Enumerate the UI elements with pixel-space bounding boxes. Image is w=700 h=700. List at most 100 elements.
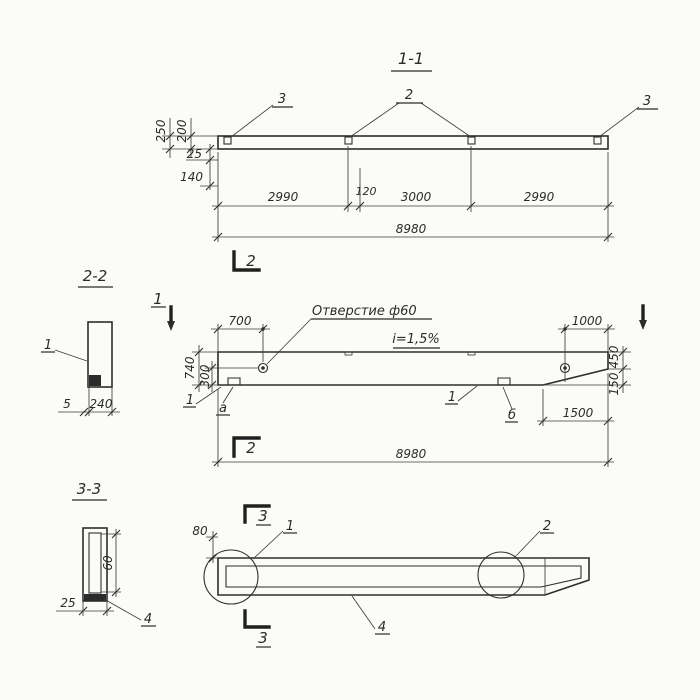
dim-dot bbox=[563, 327, 567, 331]
hole-left bbox=[257, 362, 269, 374]
view-1-1: 1-1 3 2 3 250 200 25 140 2990 bbox=[154, 49, 658, 242]
ref-4-leader bbox=[103, 598, 142, 621]
node-a-leader bbox=[222, 386, 234, 404]
embedded-plate bbox=[344, 136, 353, 145]
dim-80-lines bbox=[206, 531, 218, 563]
plate-edge-mark bbox=[467, 351, 476, 356]
dimension-ticks bbox=[79, 407, 117, 417]
dim-150: 150 bbox=[607, 372, 621, 395]
dimension-ticks bbox=[213, 201, 613, 211]
dim-1500-lines bbox=[537, 373, 614, 426]
dim-200: 200 bbox=[175, 119, 189, 142]
cut-label-2-top: 2 bbox=[246, 252, 256, 270]
node-a-label: а bbox=[219, 401, 227, 416]
right-side-dimensions: 450 150 bbox=[543, 345, 631, 395]
hole-center bbox=[563, 366, 567, 370]
dim-700: 700 bbox=[229, 314, 252, 328]
cut-mark bbox=[232, 436, 261, 458]
section-cut-1-right bbox=[639, 304, 647, 330]
left-side-dimensions: 740 300 bbox=[183, 345, 258, 392]
section-cut-3-bottom: 3 bbox=[243, 609, 271, 648]
dim-60-lines bbox=[101, 529, 121, 597]
dim-80: 80 bbox=[192, 524, 208, 538]
dim-140: 140 bbox=[180, 170, 203, 184]
ref-1-leader bbox=[252, 530, 284, 560]
dim-120: 120 bbox=[356, 185, 377, 198]
cut-mark bbox=[232, 250, 261, 272]
section-3-3-cavity bbox=[88, 532, 102, 594]
dim-25-lines bbox=[56, 601, 114, 616]
top-dimensions: 700 1000 bbox=[211, 314, 615, 362]
cut-label-1: 1 bbox=[153, 290, 163, 308]
hole-circle bbox=[257, 362, 269, 374]
callout-2: 2 bbox=[405, 88, 413, 103]
hole-center bbox=[261, 366, 265, 370]
extension-lines bbox=[217, 146, 609, 212]
dim-8980-ticks bbox=[213, 457, 613, 467]
plate-edge-mark bbox=[344, 351, 353, 356]
elevation-view: 2 2 1 bbox=[151, 250, 647, 467]
hole-circle bbox=[559, 362, 571, 374]
dim-1000: 1000 bbox=[572, 314, 603, 328]
hole-right bbox=[559, 324, 571, 382]
dim-8980-lines bbox=[212, 389, 614, 467]
bottom-dimensions: 1500 8980 bbox=[212, 373, 614, 467]
cut-arrow-head bbox=[639, 320, 647, 330]
dim-80-ticks bbox=[208, 532, 218, 563]
hole-note: Отверстие ф60 bbox=[312, 304, 417, 319]
ref-2-label: 2 bbox=[543, 519, 551, 534]
ref-1-label: 1 bbox=[44, 338, 52, 353]
dimension-lines bbox=[192, 345, 258, 392]
callout-underlines bbox=[272, 102, 658, 110]
dim-80-group: 80 bbox=[192, 524, 218, 563]
section-cut-2-bottom: 2 bbox=[232, 436, 261, 458]
view-1-1-title: 1-1 bbox=[398, 49, 424, 68]
bottom-view: 3 3 1 2 80 4 bbox=[192, 504, 590, 648]
dim-2990-left: 2990 bbox=[268, 190, 299, 204]
dim-2990-right: 2990 bbox=[524, 190, 555, 204]
section-3-3: 3-3 60 25 4 bbox=[56, 480, 156, 627]
beam-elevation-outline bbox=[217, 351, 609, 386]
left-dimension-chain: 250 200 25 140 bbox=[154, 118, 218, 191]
section-cut-3-top: 3 bbox=[243, 504, 271, 526]
cut-label-3-top: 3 bbox=[258, 507, 268, 525]
dim-3000: 3000 bbox=[401, 190, 432, 204]
channel-outer-outline bbox=[217, 557, 590, 596]
dim-740: 740 bbox=[183, 356, 197, 379]
ref-1-left: 1 bbox=[186, 393, 194, 408]
section-cut-1-left: 1 bbox=[151, 290, 175, 331]
detail-circle-left bbox=[203, 549, 259, 605]
ref-1-mid: 1 bbox=[448, 390, 456, 405]
detail-circle-right bbox=[477, 551, 525, 599]
section-cut-2-top: 2 bbox=[232, 250, 261, 272]
ref-1-mid-leader bbox=[457, 385, 478, 402]
node-b-leader bbox=[502, 386, 513, 410]
section-2-2-plate bbox=[89, 375, 101, 386]
dim-25-ticks bbox=[78, 606, 112, 616]
cut-label-3-bottom: 3 bbox=[258, 629, 268, 647]
cut-label-2-bottom: 2 bbox=[246, 439, 256, 457]
node-b-label: б bbox=[508, 408, 516, 423]
callout-3-right: 3 bbox=[643, 94, 651, 109]
dimension-lines bbox=[211, 324, 615, 362]
dim-60: 60 bbox=[101, 555, 115, 571]
bottom-dimension-chain: 2990 120 3000 2990 8980 bbox=[212, 146, 614, 242]
overall-dimension-ticks bbox=[213, 232, 613, 242]
embedded-plates bbox=[223, 136, 602, 145]
dim-8980: 8980 bbox=[396, 447, 427, 461]
dimension-lines bbox=[543, 346, 631, 393]
node-labels: а б 1 1 bbox=[183, 385, 518, 423]
dim-8980: 8980 bbox=[396, 222, 427, 236]
section-2-2-title: 2-2 bbox=[83, 267, 108, 285]
embedded-plate bbox=[223, 136, 232, 145]
section-3-3-title: 3-3 bbox=[77, 480, 102, 498]
embedded-plate bbox=[467, 136, 476, 145]
ref-1-leader bbox=[54, 349, 88, 362]
dim-5: 5 bbox=[63, 397, 71, 411]
dim-240: 240 bbox=[90, 397, 113, 411]
extension-lines bbox=[162, 135, 218, 187]
ref-2-leader bbox=[513, 530, 541, 559]
ref-1-left-leader bbox=[195, 386, 222, 405]
